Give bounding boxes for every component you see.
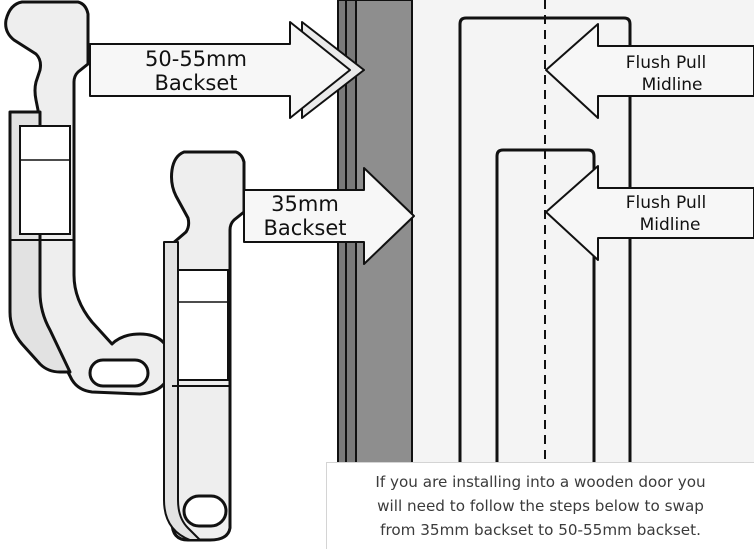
label-midline-lower-line2: Midline	[640, 215, 701, 235]
caption-line-1: If you are installing into a wooden door…	[375, 473, 706, 491]
label-midline-upper-line2: Midline	[642, 75, 703, 95]
arrow-midline-lower	[545, 165, 754, 261]
caption-line-2: will need to follow the steps below to s…	[377, 497, 704, 515]
door-edge	[355, 0, 413, 549]
caption-line-3: from 35mm backset to 50-55mm backset.	[380, 521, 701, 539]
latch-small	[163, 150, 246, 542]
label-backset-large-line2: Backset	[154, 71, 237, 95]
instruction-caption: If you are installing into a wooden door…	[326, 462, 754, 549]
latch-small-slot	[182, 494, 228, 528]
arrow-midline-upper	[545, 23, 754, 119]
latch-large-bolt	[19, 125, 71, 235]
label-midline-upper-line1: Flush Pull	[626, 53, 706, 73]
latch-large	[4, 0, 174, 396]
label-midline-lower-line1: Flush Pull	[626, 193, 706, 213]
latch-large-body	[4, 0, 174, 396]
arrow-backset-large	[89, 21, 351, 119]
label-backset-small-line2: Backset	[263, 216, 346, 240]
latch-small-bolt	[177, 269, 229, 381]
label-backset-large-line1: 50-55mm	[145, 47, 247, 71]
latch-small-back-plate	[163, 241, 201, 541]
label-backset-small-line1: 35mm	[271, 192, 339, 216]
latch-large-slot	[88, 358, 150, 388]
arrow-backset-small	[243, 167, 415, 265]
